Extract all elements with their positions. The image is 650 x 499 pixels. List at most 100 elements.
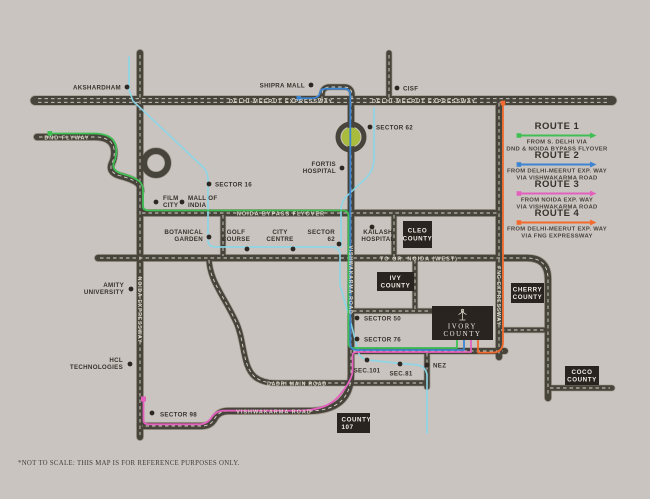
metro-line-east: [340, 107, 375, 248]
label-city-centre-2: CENTRE: [266, 236, 293, 243]
route-3-start-marker: [141, 396, 146, 402]
road-dnd-loop: [141, 148, 171, 178]
dot-sec81: [397, 361, 403, 367]
label-botanical-2: GARDEN: [174, 236, 203, 243]
coco-county-box: [565, 366, 599, 385]
label-noida-expressway: NOIDA EXPRESSWAY: [136, 277, 142, 344]
label-amity-2: UNIVERSITY: [84, 289, 125, 296]
metro-lines: [128, 56, 428, 434]
legend-route-4-sub-2: VIA FNG EXPRESSWAY: [521, 234, 592, 240]
cherry-county-box: [511, 283, 544, 303]
label-fng-expressway: FNG EXPRESSWAY: [495, 266, 501, 325]
dot-sector98: [149, 410, 155, 416]
county-boxes: CLEO COUNTY IVY COUNTY CHERRY COUNTY COC…: [337, 221, 599, 433]
label-hcl-1: HCL: [109, 357, 123, 364]
cleo-county-label-2: COUNTY: [403, 236, 433, 243]
cleo-county-label-1: CLEO: [408, 228, 428, 235]
legend-route-4-sub-1: FROM DELHI-MEERUT EXP. WAY: [507, 227, 607, 233]
dot-nez: [424, 362, 430, 368]
ivy-county-label-2: COUNTY: [381, 283, 411, 290]
label-sector16: SECTOR 16: [215, 182, 252, 189]
label-akshardham: AKSHARDHAM: [73, 85, 121, 92]
label-fortis-1: FORTIS: [312, 161, 337, 168]
legend-route-1-arrow-icon: [590, 132, 597, 139]
ivy-county-box: [377, 272, 414, 291]
legend-route-2-title: ROUTE 2: [535, 150, 580, 161]
label-sector62-north: SECTOR 62: [376, 125, 413, 132]
label-shipra-mall: SHIPRA MALL: [260, 83, 305, 90]
label-to-gr-noida: TO GR. NOIDA (WEST): [380, 257, 458, 263]
route-4-path: [477, 102, 504, 354]
route-legend: ROUTE 1 FROM S. DELHI VIA DND & NOIDA BY…: [506, 121, 607, 240]
cherry-county-label-1: CHERRY: [513, 287, 543, 294]
label-film-city-2: CITY: [163, 202, 179, 209]
legend-route-2-sub-1: FROM DELHI-MEERUT EXP. WAY: [507, 169, 607, 175]
legend-route-4-arrow-icon: [590, 219, 597, 226]
route-2-path: [298, 87, 465, 351]
county-107-box: [337, 413, 370, 433]
dot-akshardham: [124, 84, 130, 90]
route-2-start-marker: [296, 96, 302, 101]
coco-county-label-2: COUNTY: [567, 377, 597, 384]
route-1-path: [49, 132, 458, 349]
dot-sector76: [354, 336, 360, 342]
legend-route-2-sub-2: VIA VISHWAKARMA ROAD: [516, 176, 597, 182]
route-lines: [47, 87, 506, 426]
legend-route-3-sub-1: FROM NOIDA EXP. WAY: [521, 198, 593, 204]
legend-route-1-sub-1: FROM S. DELHI VIA: [527, 140, 588, 146]
label-cisf: CISF: [403, 86, 418, 93]
label-fortis-2: HOSPITAL: [303, 168, 336, 175]
label-mall-of-india-1: MALL OF: [188, 195, 217, 202]
legend-route-4-start-icon: [516, 220, 522, 225]
county-107-label-2: 107: [342, 424, 354, 431]
dot-cisf: [394, 85, 400, 91]
county-107-label-1: COUNTY: [342, 417, 372, 424]
label-city-centre-1: CITY: [272, 229, 288, 236]
label-kailash-2: HOSPITAL: [361, 236, 394, 243]
dot-shipra-mall: [308, 82, 314, 88]
label-hcl-2: TECHNOLOGIES: [70, 364, 123, 371]
route-1-start-marker: [47, 131, 53, 136]
legend-route-2-arrow-icon: [590, 161, 597, 168]
route-4-start-marker: [500, 100, 506, 106]
legend-route-1-start-icon: [516, 133, 522, 138]
label-kailash-1: KAILASH: [363, 229, 393, 236]
label-film-city-1: FILM: [163, 195, 179, 202]
label-delhi-meerut-west: DELHI-MEERUT EXPRESSWAY: [229, 99, 333, 105]
dot-mall-of-india: [179, 199, 185, 205]
cherry-county-label-2: COUNTY: [513, 294, 543, 301]
landmark-dots: [124, 82, 430, 416]
dot-city-centre: [290, 246, 296, 252]
label-sector76: SECTOR 76: [364, 337, 401, 344]
label-golf-2: COURSE: [222, 236, 250, 243]
label-sec81: SEC.81: [389, 371, 412, 378]
cleo-county-box: [403, 221, 432, 248]
legend-route-3-arrow-icon: [590, 190, 597, 197]
legend-route-3-title: ROUTE 3: [535, 179, 580, 190]
road-vishwakarma: [136, 97, 355, 430]
label-vishwakarma-vertical: VISHWAKARMA ROAD: [347, 245, 353, 314]
ivy-county-label-1: IVY: [390, 275, 402, 282]
dot-sector16: [206, 181, 212, 187]
dot-fortis: [339, 165, 345, 171]
label-mall-of-india-2: INDIA: [188, 202, 207, 209]
dot-sector62-east: [336, 241, 342, 247]
metro-line-west: [128, 56, 428, 434]
road-labels: DELHI-MEERUT EXPRESSWAY DELHI-MEERUT EXP…: [44, 99, 501, 416]
dot-film-city: [153, 199, 159, 205]
landmark-labels: AKSHARDHAM SHIPRA MALL CISF SECTOR 62 SE…: [70, 83, 446, 419]
dot-amity: [128, 286, 134, 292]
label-sector98: SECTOR 98: [160, 412, 197, 419]
label-dadri-main-road: DADRI MAIN ROAD: [267, 382, 327, 388]
dot-kailash: [369, 224, 375, 230]
legend-route-4-title: ROUTE 4: [535, 208, 580, 219]
ivory-county-emblem-icon: [458, 308, 467, 321]
dot-sector50: [354, 315, 360, 321]
coco-county-label-1: COCO: [572, 369, 593, 376]
dot-sec101: [364, 357, 370, 363]
label-vishwakarma-road: VISHWAKARMA ROAD: [236, 410, 312, 416]
ivory-county-label-2: COUNTY: [444, 331, 482, 338]
